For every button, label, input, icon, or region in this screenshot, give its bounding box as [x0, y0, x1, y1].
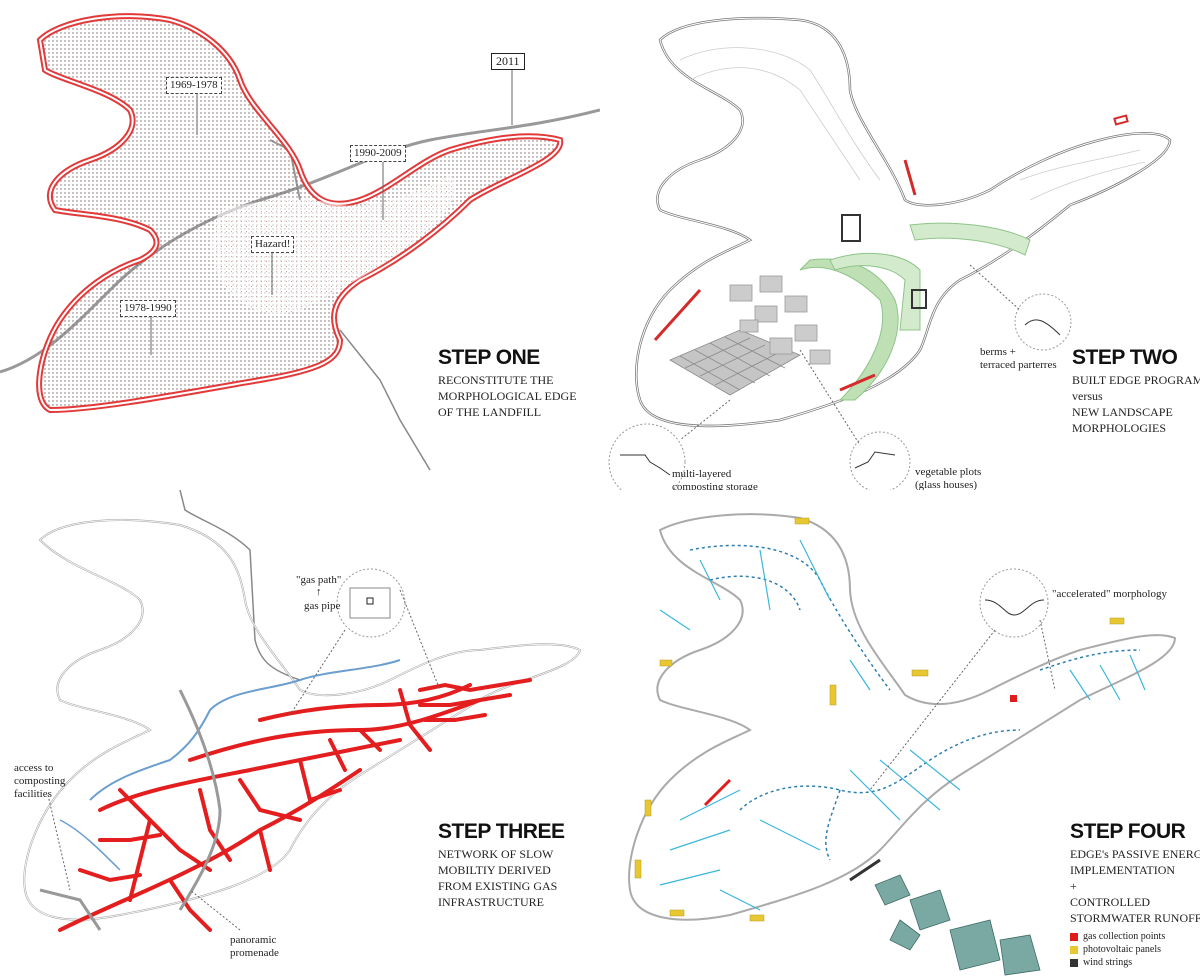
step-title: STEP TWO	[1072, 346, 1178, 369]
green-terrace	[829, 252, 921, 331]
panel-step-one: 1969-1978 2011 1990-2009 Hazard! 1978-19…	[0, 0, 600, 490]
detail-circle	[979, 568, 1049, 638]
gas-pipe	[59, 819, 121, 871]
road	[339, 329, 431, 471]
gas-path-label: "gas path"	[296, 574, 342, 586]
step-line: MORPHOLOGIES	[1072, 421, 1167, 435]
arrow-up-icon: ↑	[316, 586, 322, 598]
step-title: STEP THREE	[438, 820, 565, 843]
legend-swatch	[1070, 958, 1078, 967]
accelerated-label: "accelerated" morphology	[1052, 588, 1167, 600]
label-line: access to	[14, 762, 54, 774]
green-terrace	[799, 258, 899, 401]
step-three-map	[23, 490, 582, 932]
label-line: facilities	[14, 788, 52, 800]
legend-item: gas collection points	[1070, 930, 1165, 943]
step-line: MORPHOLOGICAL EDGE	[438, 389, 577, 403]
legend-label: wind strings	[1083, 957, 1133, 968]
label-line: berms +	[980, 346, 1016, 358]
wind-string	[849, 858, 881, 882]
step-line: NEW LANDSCAPE	[1072, 405, 1173, 419]
ridge-lines	[689, 544, 1141, 861]
step-line: INFRASTRUCTURE	[438, 895, 545, 909]
step-line: NETWORK OF SLOW	[438, 847, 554, 861]
label-line: terraced parterres	[980, 359, 1057, 371]
legend-item: wind strings	[1070, 956, 1165, 969]
promenade-label: panoramic promenade	[230, 934, 279, 960]
label-line: (glass houses)	[915, 479, 978, 490]
stormwater-ponds	[874, 874, 1041, 976]
gas-collection-point	[703, 778, 732, 807]
photovoltaic-panels	[634, 517, 1125, 922]
building	[911, 289, 927, 309]
composting-label: multi-layered composting storage	[672, 468, 758, 490]
legend-label: gas collection points	[1083, 931, 1166, 942]
step-title: STEP FOUR	[1070, 820, 1186, 843]
promenade	[178, 689, 222, 911]
legend-item: photovoltaic panels	[1070, 943, 1165, 956]
step-four-map	[628, 513, 1177, 976]
gas-collection-point	[1010, 695, 1017, 702]
green-terrace	[909, 222, 1031, 256]
label-line: composting	[14, 775, 66, 787]
step-line: MOBILTIY DERIVED	[438, 863, 551, 877]
step-line: versus	[1072, 389, 1103, 403]
legend: gas collection points photovoltaic panel…	[1070, 930, 1165, 969]
date-label: 1978-1990	[120, 300, 176, 317]
legend-swatch	[1070, 932, 1078, 941]
step-line: BUILT EDGE PROGRAM	[1072, 373, 1200, 387]
step-line: EDGE's PASSIVE ENERGY	[1070, 847, 1200, 861]
built-edge-segments	[653, 114, 1129, 392]
date-label: 2011	[491, 53, 525, 70]
gas-pipe	[89, 659, 401, 801]
date-label: 1990-2009	[350, 145, 406, 162]
step-line: IMPLEMENTATION	[1070, 863, 1176, 877]
date-label: 1969-1978	[166, 77, 222, 94]
label-line: multi-layered	[672, 468, 732, 480]
composting-grid	[669, 329, 801, 396]
gas-pipe-label: gas pipe	[304, 600, 341, 612]
step-line: +	[1070, 879, 1077, 893]
runoff-lines	[659, 539, 1146, 911]
label-line: composting storage	[672, 481, 758, 490]
panel-step-four: "accelerated" morphology STEP FOUR EDGE'…	[600, 490, 1200, 980]
label-line: promenade	[230, 947, 279, 959]
step-description: EDGE's PASSIVE ENERGY IMPLEMENTATION + C…	[1070, 846, 1200, 926]
legend-swatch	[1070, 945, 1078, 954]
detail-circle	[849, 431, 911, 490]
berms-label: berms + terraced parterres	[980, 346, 1057, 372]
slow-mobility-network	[58, 678, 532, 932]
step-line: CONTROLLED	[1070, 895, 1150, 909]
glass-houses	[729, 275, 831, 365]
label-line: vegetable plots	[915, 466, 982, 478]
landfill-edge	[628, 513, 1177, 921]
step-two-map	[608, 16, 1172, 490]
step-description: BUILT EDGE PROGRAM versus NEW LANDSCAPE …	[1072, 372, 1200, 436]
building	[841, 214, 861, 242]
vegetable-label: vegetable plots (glass houses)	[915, 466, 981, 490]
step-line: STORMWATER RUNOFF	[1070, 911, 1200, 925]
step-description: RECONSTITUTE THE MORPHOLOGICAL EDGE OF T…	[438, 372, 577, 420]
panel-step-three: "gas path" ↑ gas pipe access to composti…	[0, 490, 600, 980]
step-line: FROM EXISTING GAS	[438, 879, 558, 893]
step-line: OF THE LANDFILL	[438, 405, 542, 419]
label-line: panoramic	[230, 934, 277, 946]
hazard-label: Hazard!	[251, 236, 295, 253]
step-title: STEP ONE	[438, 346, 540, 369]
road	[179, 490, 301, 681]
step-line: RECONSTITUTE THE	[438, 373, 554, 387]
panel-step-two: berms + terraced parterres multi-layered…	[600, 0, 1200, 490]
step-description: NETWORK OF SLOW MOBILTIY DERIVED FROM EX…	[438, 846, 557, 910]
access-label: access to composting facilities	[14, 762, 65, 801]
legend-label: photovoltaic panels	[1083, 944, 1162, 955]
